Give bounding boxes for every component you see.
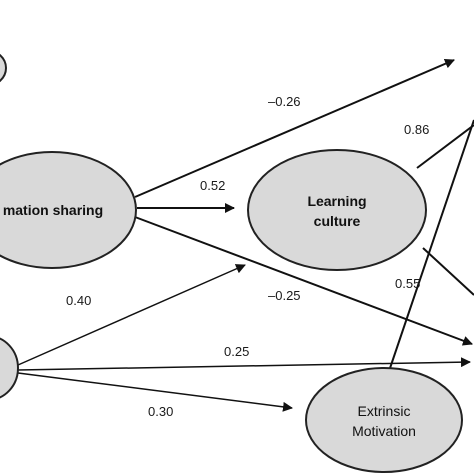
edge-label-bottom-left-to-learning: 0.40 bbox=[66, 293, 91, 308]
edge-label-learning-to-top-right: 0.86 bbox=[404, 122, 429, 137]
node-extrinsic-label-1: Extrinsic bbox=[358, 403, 411, 419]
edge-label-learning-to-bottom-right: 0.55 bbox=[395, 276, 420, 291]
edge-label-bottom-left-to-right: 0.25 bbox=[224, 344, 249, 359]
edge-bottom-left-to-extrinsic bbox=[17, 372, 293, 412]
edge-label-info-to-top-right: –0.26 bbox=[268, 94, 301, 109]
node-learning-culture-label-1: Learning bbox=[307, 193, 366, 209]
node-extrinsic-label-2: Motivation bbox=[352, 423, 416, 439]
node-top-left-partial bbox=[0, 53, 7, 83]
edge-info-to-bottom-right bbox=[134, 216, 473, 346]
edge-label-info-to-bottom-right: –0.25 bbox=[268, 288, 301, 303]
node-extrinsic-motivation bbox=[305, 367, 463, 473]
edge-learning-to-bottom-right bbox=[422, 247, 474, 296]
node-learning-culture bbox=[247, 149, 427, 271]
edge-learning-to-top-right bbox=[416, 124, 474, 169]
edge-bottom-left-to-learning bbox=[17, 264, 246, 366]
edge-extrinsic-to-top-right bbox=[385, 119, 474, 381]
edges bbox=[17, 58, 474, 412]
node-bottom-left-partial bbox=[0, 337, 19, 399]
edge-label-info-to-learning: 0.52 bbox=[200, 178, 225, 193]
node-info-sharing bbox=[0, 151, 137, 269]
edge-bottom-left-to-right bbox=[17, 357, 471, 371]
edge-info-to-top-right bbox=[134, 58, 455, 198]
node-learning-culture-label-2: culture bbox=[314, 213, 361, 229]
edge-label-bottom-left-to-extrinsic: 0.30 bbox=[148, 404, 173, 419]
node-info-sharing-label: mation sharing bbox=[3, 202, 103, 218]
